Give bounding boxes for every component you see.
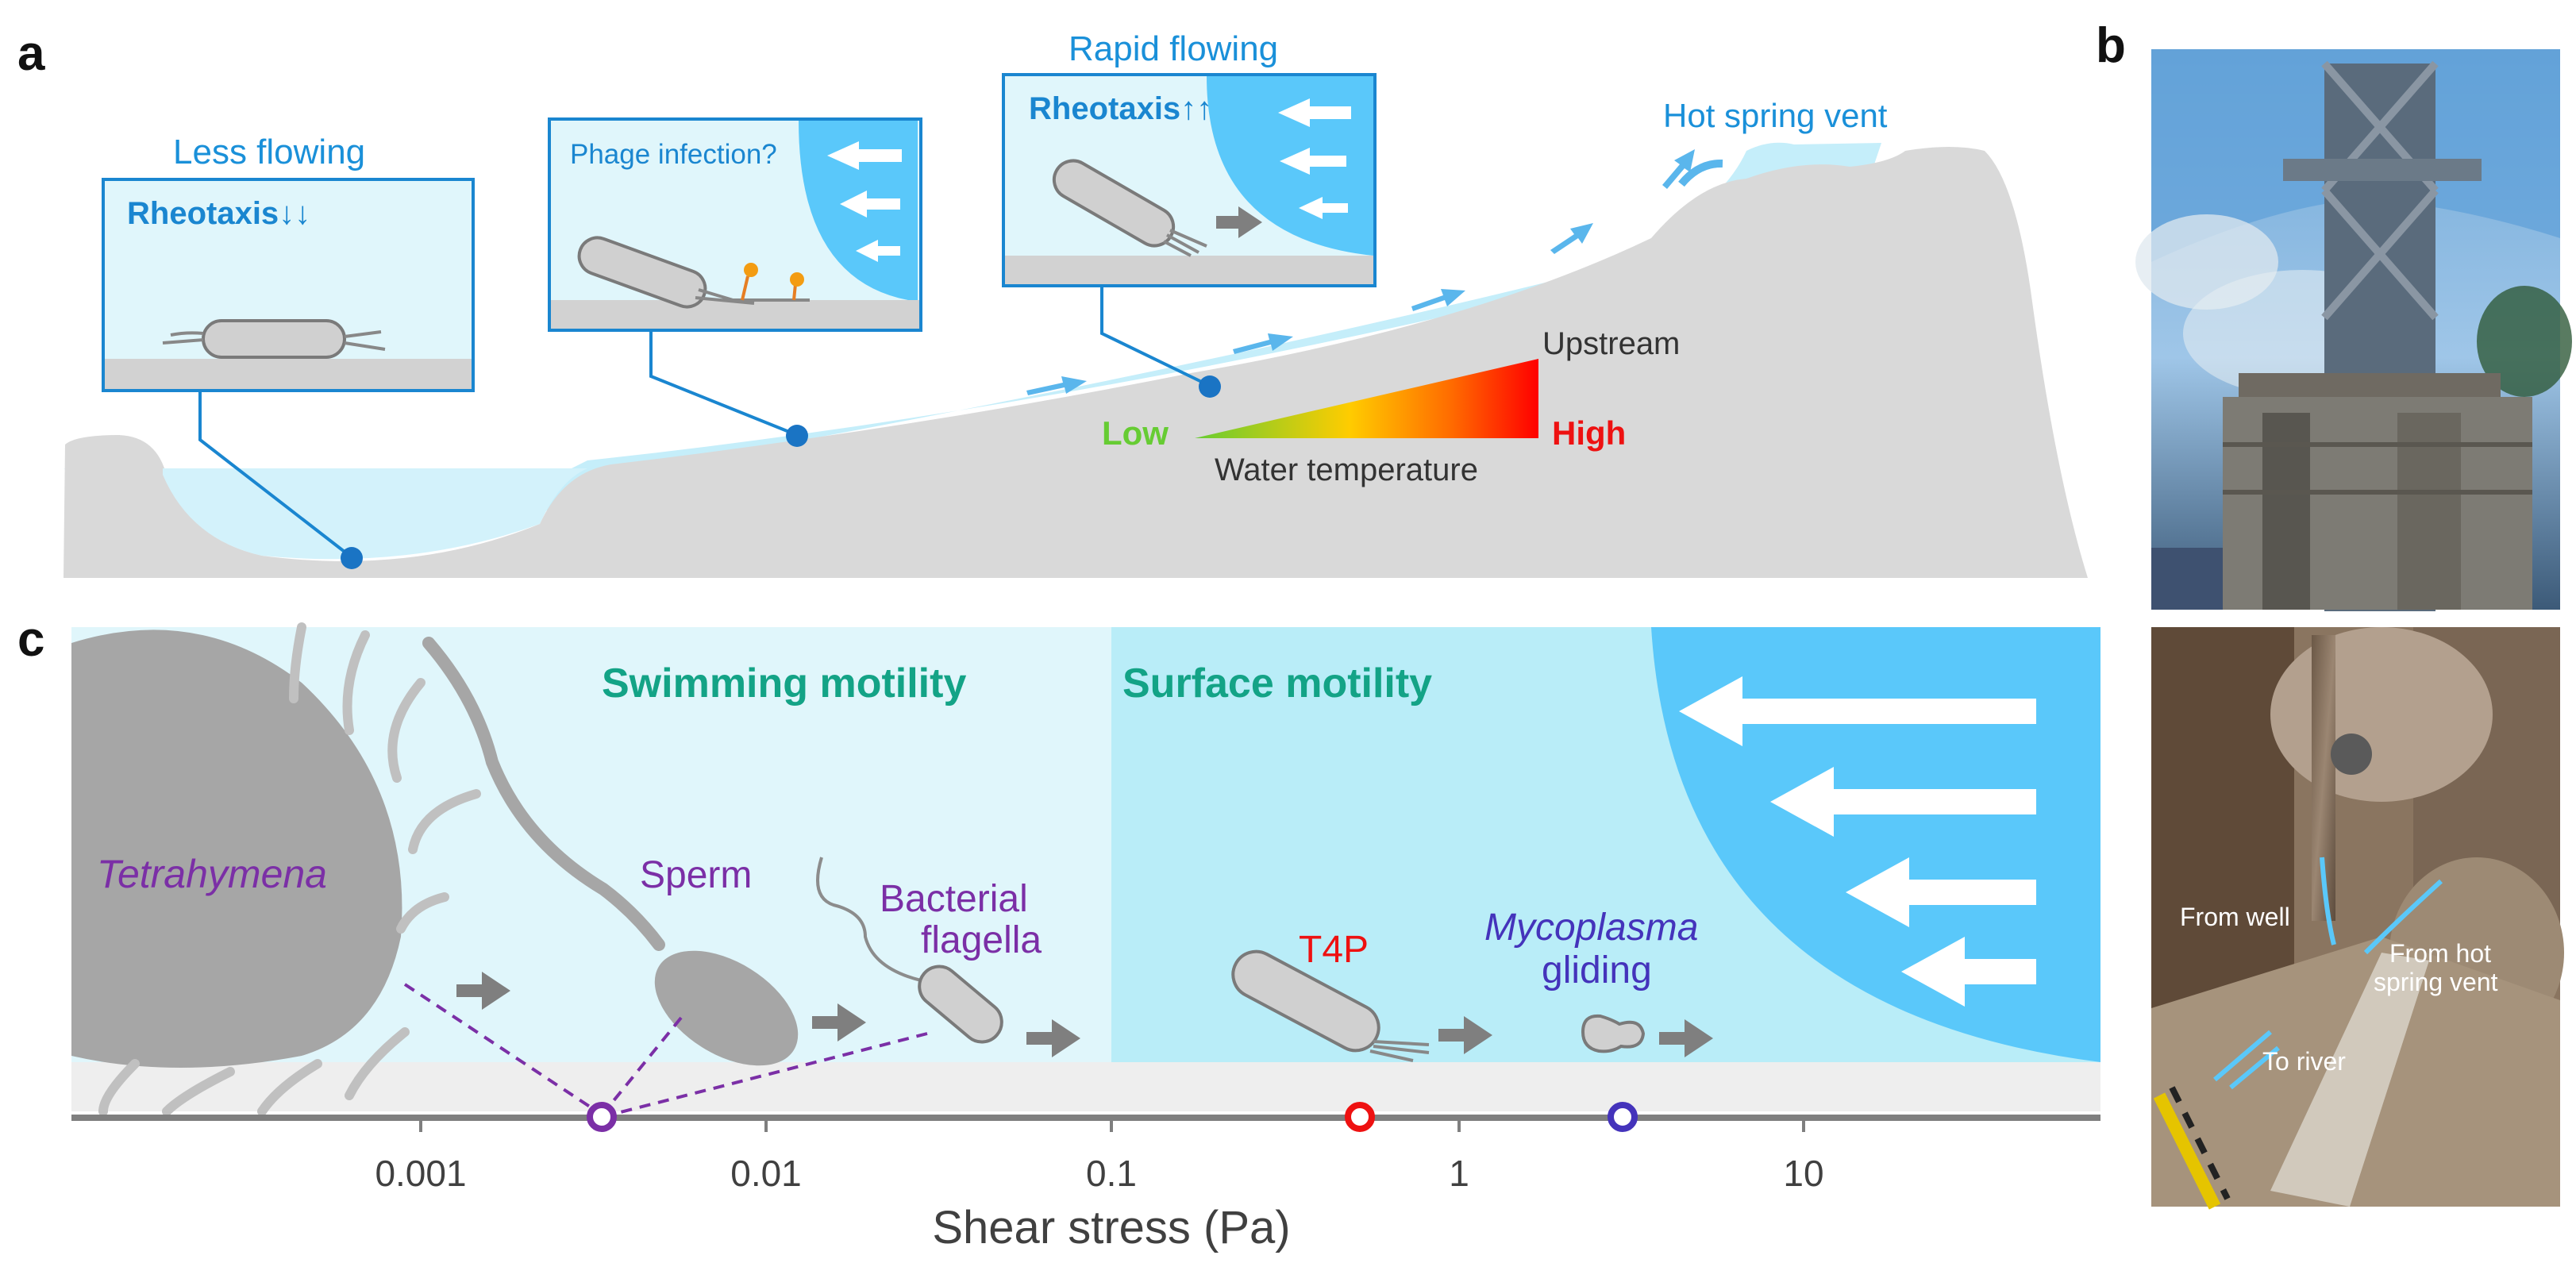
phage-2 xyxy=(790,272,804,287)
bacterial-flagella-label-1: Bacterial xyxy=(880,878,1028,920)
tetrahymena-label: Tetrahymena xyxy=(97,852,327,896)
rapid-flowing-callout: Rheotaxis↑↑ xyxy=(1002,73,1377,287)
gliding-label: gliding xyxy=(1542,949,1652,992)
tick-label-0.1: 0.1 xyxy=(1086,1153,1137,1194)
tick-label-0.01: 0.01 xyxy=(730,1153,802,1194)
low-label: Low xyxy=(1102,414,1169,452)
to-river-label: To river xyxy=(2262,1047,2346,1076)
swimming-motility-title: Swimming motility xyxy=(602,660,966,707)
vent-curve-arrow xyxy=(1678,159,1723,187)
panel-c-letter: c xyxy=(17,612,44,667)
mycoplasma-label: Mycoplasma xyxy=(1484,907,1698,949)
from-well-label: From well xyxy=(2180,903,2290,931)
hot-spring-vent-label: Hot spring vent xyxy=(1663,97,1888,134)
surface-strip xyxy=(71,1062,2100,1111)
shear-flow-arrows xyxy=(1679,676,2036,1007)
bacterial-flagella-label-2: flagella xyxy=(921,919,1042,961)
tick-label-1: 1 xyxy=(1449,1153,1469,1194)
swimming-links xyxy=(403,983,928,1116)
axis-title: Shear stress (Pa) xyxy=(932,1202,1290,1253)
surface-motility-title: Surface motility xyxy=(1122,660,1432,707)
flagellated-bacterium xyxy=(816,857,1003,1044)
water-temperature-label: Water temperature xyxy=(1215,452,1478,487)
site-marker-2 xyxy=(786,425,808,447)
temperature-wedge xyxy=(1195,359,1538,438)
phage-infection-label: Phage infection? xyxy=(570,139,777,170)
marker-swimming xyxy=(587,1102,617,1132)
t4p-bacterium xyxy=(1231,949,1430,1062)
panel-b-letter: b xyxy=(2096,18,2126,73)
flow-arrow-river xyxy=(2213,1030,2280,1090)
flow-arrow-vent xyxy=(2363,879,2443,955)
site-marker-3 xyxy=(1199,375,1221,398)
high-flow-region xyxy=(1651,627,2100,1062)
movement-arrows-c xyxy=(456,972,1713,1057)
marker-t4p xyxy=(1345,1102,1375,1132)
bacterium-cell-1 xyxy=(202,319,346,359)
t4p-label: T4P xyxy=(1299,929,1369,971)
phage-1 xyxy=(744,263,758,277)
mycoplasma-cell xyxy=(1581,1014,1646,1053)
photo-hot-spring-tower xyxy=(2135,49,2572,611)
rheotaxis-down-label: Rheotaxis↓↓ xyxy=(127,196,310,231)
site-marker-1 xyxy=(341,547,363,569)
photo-well-outflow: From well From hot spring vent To river xyxy=(2151,627,2564,1210)
panel-a-letter: a xyxy=(17,26,45,81)
ground-terrain xyxy=(64,147,2088,578)
callout-line-2 xyxy=(649,330,798,437)
rapid-flowing-title: Rapid flowing xyxy=(1069,29,1278,68)
tick-label-0.001: 0.001 xyxy=(375,1153,466,1194)
tetrahymena-cell xyxy=(71,622,481,1116)
movement-arrow-a xyxy=(1216,206,1262,238)
tick-label-10: 10 xyxy=(1783,1153,1823,1194)
from-hot-spring-vent-label-1: From hot xyxy=(2389,939,2491,968)
flow-arrow-well xyxy=(2320,857,2336,945)
phage-infection-callout: Phage infection? xyxy=(548,117,922,332)
pond-water xyxy=(163,468,587,560)
upstream-label: Upstream xyxy=(1542,326,1680,361)
rheotaxis-up-label: Rheotaxis↑↑ xyxy=(1029,91,1212,126)
less-flowing-title: Less flowing xyxy=(173,133,365,171)
less-flowing-callout: Rheotaxis↓↓ xyxy=(102,178,475,392)
sperm-cell xyxy=(422,637,799,1066)
sperm-label: Sperm xyxy=(640,854,752,896)
bacterium-cell-2 xyxy=(577,236,707,309)
callout-line-3 xyxy=(1100,286,1211,387)
axis-ticks xyxy=(419,1118,1805,1132)
flow-arrows xyxy=(1026,149,1695,395)
from-hot-spring-vent-label-2: spring vent xyxy=(2374,968,2498,996)
marker-mycoplasma xyxy=(1608,1102,1638,1132)
high-label: High xyxy=(1552,414,1626,452)
callout-line-1 xyxy=(198,391,353,559)
